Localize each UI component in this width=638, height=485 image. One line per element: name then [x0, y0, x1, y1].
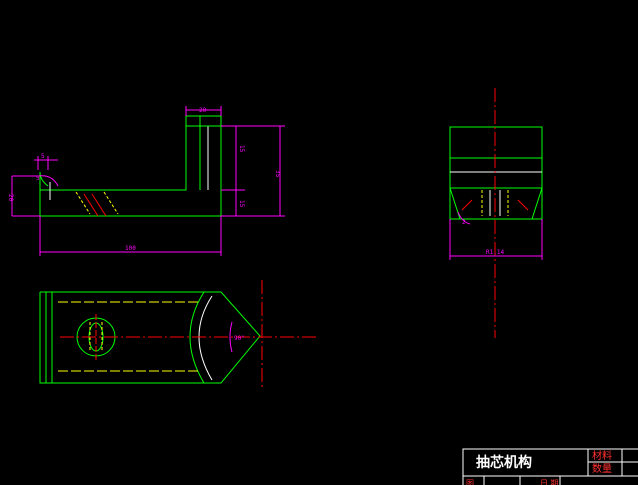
dim-right-lower: 15	[238, 200, 245, 208]
side-view-details	[461, 88, 529, 338]
front-view	[39, 115, 222, 217]
dim-plan-angle: 90°	[234, 335, 245, 342]
hatch-line-yellow	[75, 191, 91, 215]
title-block-frame	[462, 448, 638, 485]
dim-top-width: 20	[199, 107, 207, 114]
title-block-corner-label: 图	[466, 479, 474, 485]
plan-view-arc-outer	[189, 291, 205, 384]
dim-slot-small: 5	[41, 153, 45, 160]
side-view	[449, 126, 543, 220]
title-block-quantity-label: 数量	[592, 462, 612, 475]
plan-view-dimensions	[229, 321, 233, 353]
side-view-dimensions	[449, 211, 543, 260]
plan-view-arc-inner	[198, 295, 213, 381]
title-block	[462, 448, 638, 485]
dim-chamfer-tag: 5	[36, 175, 40, 182]
dim-right-upper: 15	[238, 145, 245, 153]
front-view-dimensions	[11, 106, 285, 256]
dim-left-height: 20	[7, 194, 14, 202]
dim-right-total: 35	[274, 170, 281, 178]
side-view-outline	[449, 126, 543, 220]
hatch-line-red-2	[91, 193, 107, 217]
hatch-line-red	[83, 193, 99, 217]
title-block-date-label: 日 期	[540, 479, 559, 485]
title-block-title: 抽芯机构	[476, 454, 532, 471]
front-view-hatch	[49, 182, 119, 217]
title-block-material-label: 材料	[592, 449, 612, 462]
dim-side-width: R1.14	[486, 249, 504, 256]
front-view-outline	[39, 115, 222, 217]
plan-view-details	[58, 280, 318, 390]
front-view-hook	[39, 171, 49, 190]
dim-overall-length: 100	[125, 245, 136, 252]
hatch-line-yellow-2	[103, 191, 119, 215]
side-view-chamfer	[449, 187, 543, 220]
dim-side-angle: 2	[462, 219, 466, 226]
